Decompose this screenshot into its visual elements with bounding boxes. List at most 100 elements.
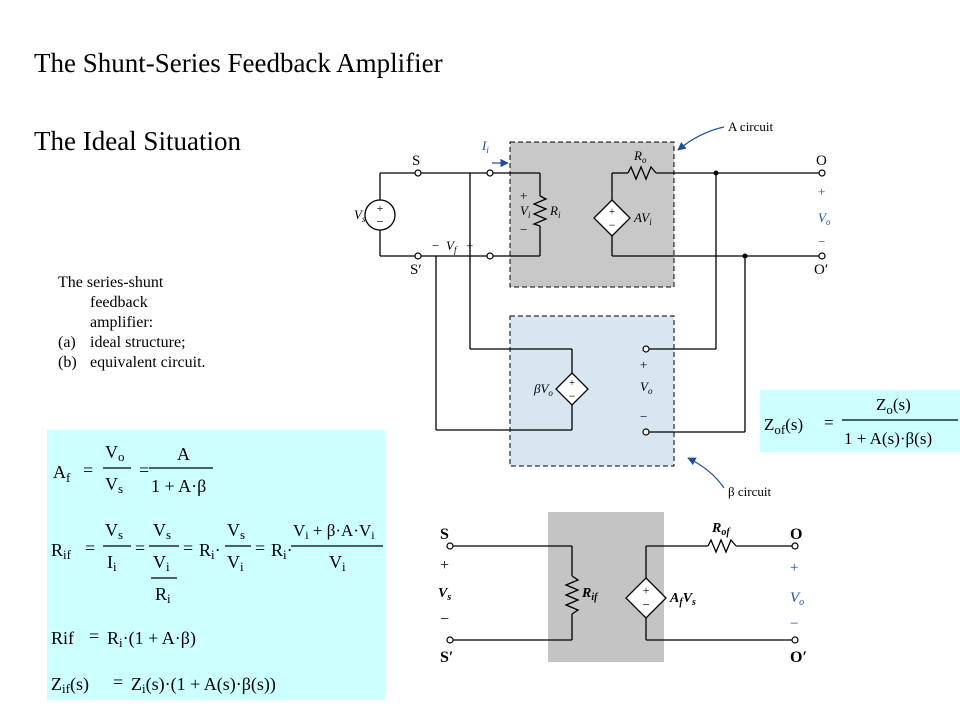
vo-minus: − — [818, 234, 825, 249]
ii-label: Ii — [481, 138, 489, 155]
vi-label: Vi — [520, 203, 531, 220]
equations-svg: Af = Vo Vs = A 1 + A·β Rif = Vs Ii = Vs — [51, 442, 383, 696]
dep-minus: − — [569, 389, 576, 403]
voltage-source-vs — [364, 199, 396, 231]
page-title: The Shunt-Series Feedback Amplifier — [34, 48, 443, 78]
resistor-ro — [627, 165, 657, 181]
node-o-prime-label: O′ — [814, 262, 828, 278]
caption-line: amplifier: — [90, 314, 154, 331]
dependent-source-afvs — [625, 577, 667, 619]
caption-item-text: ideal structure; — [90, 334, 186, 351]
node-o-prime-label-b: O′ — [790, 649, 807, 666]
eq-equals: = — [255, 538, 265, 558]
zof-equation-panel: Zof(s) = Zo(s) 1 + A(s)·β(s) — [760, 390, 960, 452]
vs-label: Vs — [354, 207, 366, 224]
zof-equals: = — [824, 413, 834, 432]
eq-af-num2: A — [177, 444, 190, 464]
beta-vo-label: βVo — [533, 381, 553, 398]
equations-panel: Af = Vo Vs = A 1 + A·β Rif = Vs Ii = Vs — [47, 430, 385, 700]
eq-af-lhs: Af — [53, 462, 71, 485]
terminals-b — [446, 542, 799, 644]
beta-circuit-label: β circuit — [728, 484, 771, 499]
eq-rif-lhs: Rif — [51, 540, 72, 562]
node-s-label-b: S — [440, 526, 449, 543]
eq-rif-d2: Vi — [153, 552, 170, 574]
dep-minus: − — [642, 597, 649, 612]
afvs-label: AfVs — [669, 591, 696, 608]
vs-label-b: Vs — [438, 586, 451, 603]
vi-minus: − — [520, 222, 527, 237]
vo-label-b: Vo — [790, 590, 804, 608]
eq-rif-d1: Ii — [107, 552, 117, 574]
avi-label: AVi — [633, 210, 652, 227]
ro-label: Ro — [633, 148, 647, 165]
eq-rif2: Rif = Ri·(1 + A·β) — [51, 626, 196, 650]
eq-rif-ri: Ri· — [199, 540, 221, 562]
caption-item: (a) ideal structure; — [58, 333, 206, 353]
eq-zif-lhs: Zif(s) — [51, 674, 89, 696]
zof-lhs: Zof(s) — [764, 415, 803, 437]
page-subtitle: The Ideal Situation — [34, 126, 241, 156]
eq-equals: = — [183, 538, 193, 558]
dependent-source-avi — [593, 199, 631, 237]
eq-equals: = — [135, 538, 145, 558]
eq-equals: = — [113, 672, 123, 692]
figure-caption: The series-shunt feedback amplifier: (a)… — [58, 273, 206, 373]
caption-item-text: equivalent circuit. — [90, 354, 206, 371]
eq-rif-n2: Vs — [153, 520, 171, 542]
eq-rif-n1: Vs — [105, 520, 123, 542]
node-s-label: S — [412, 153, 420, 169]
eq-rif-n3: Vs — [227, 520, 245, 542]
vs-minus-b: − — [440, 611, 449, 628]
wires-b — [452, 545, 792, 641]
vo-label: Vo — [818, 210, 831, 227]
dependent-source-beta-vo — [555, 372, 589, 406]
rif-label: Rif — [581, 586, 599, 603]
eq-af-den2: 1 + A·β — [151, 476, 206, 496]
ri-label: Ri — [549, 203, 561, 220]
beta-circuit-box — [509, 315, 675, 467]
eq-zif-rhs: Zi(s)·(1 + A(s)·β(s)) — [131, 674, 276, 696]
caption-item-label: (a) — [58, 334, 76, 351]
eq-equals: = — [83, 460, 93, 480]
resistor-ri — [532, 195, 548, 227]
vo-minus-b: − — [790, 616, 798, 632]
eq-rif-n4: Vi + β·A·Vi — [293, 521, 375, 542]
vo-plus-b: + — [790, 560, 798, 576]
source-plus: + — [377, 201, 384, 215]
dep-plus: + — [643, 583, 650, 597]
dep-plus: + — [569, 377, 575, 389]
beta-circuit-arrow — [687, 457, 725, 489]
eq-rif: Rif = Vs Ii = Vs Vi Ri = Ri· Vs Vi = Ri·… — [51, 520, 383, 606]
eq-rif2-lhs: Rif — [51, 628, 74, 648]
eq-af-den: Vs — [105, 474, 123, 496]
resistor-rif — [564, 575, 580, 615]
vs-plus-b: + — [440, 557, 449, 574]
node-o-label: O — [816, 153, 827, 169]
zof-den: 1 + A(s)·β(s) — [844, 429, 932, 448]
junction-dots — [713, 170, 748, 259]
caption-item-label: (b) — [58, 354, 77, 371]
wires-a — [379, 172, 820, 433]
caption-item: (b) equivalent circuit. — [58, 353, 206, 373]
node-s-prime-label-b: S′ — [440, 649, 453, 666]
node-o-label-b: O — [790, 526, 802, 543]
zof-equation-svg: Zof(s) = Zo(s) 1 + A(s)·β(s) — [764, 395, 958, 448]
vf-plus: + — [466, 238, 473, 253]
eq-equals: = — [89, 626, 99, 646]
dep-plus: + — [609, 206, 615, 218]
vi-plus: + — [520, 188, 527, 203]
eq-rif-d4: Vi — [329, 552, 346, 574]
eq-rif-d2b: Ri — [155, 584, 171, 606]
a-circuit-arrow — [677, 126, 725, 151]
eq-rif2-rhs: Ri·(1 + A·β) — [107, 628, 196, 650]
zof-num: Zo(s) — [876, 395, 911, 417]
a-circuit-label: A circuit — [728, 119, 774, 134]
resistor-rof — [707, 538, 737, 554]
eq-zif: Zif(s) = Zi(s)·(1 + A(s)·β(s)) — [51, 672, 276, 696]
eq-rif-ri2: Ri· — [271, 540, 293, 562]
dep-minus: − — [609, 218, 616, 232]
vo-beta-plus: + — [640, 357, 647, 372]
eq-af-num: Vo — [105, 442, 125, 464]
a-circuit-box — [509, 141, 675, 288]
